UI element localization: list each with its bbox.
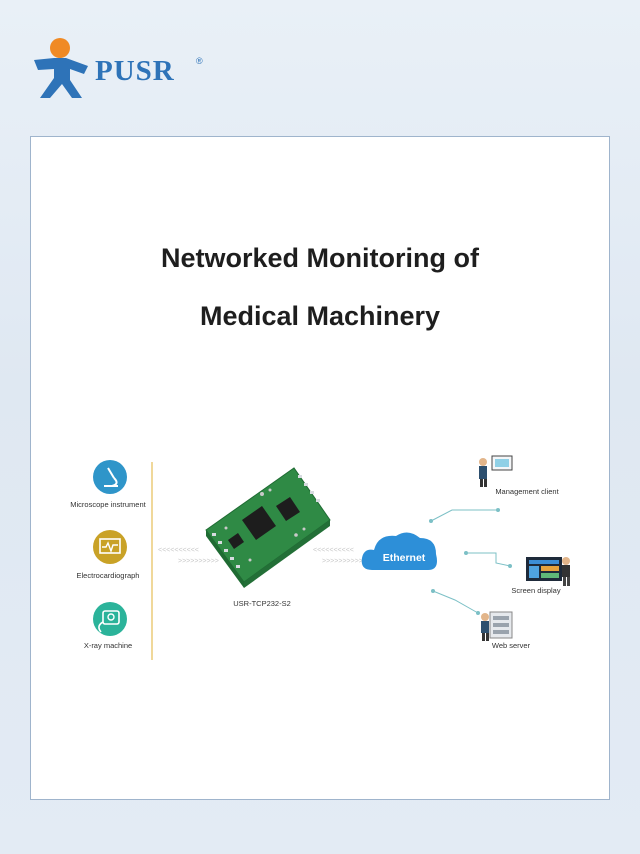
module-label: USR-TCP232-S2 [233, 599, 291, 608]
device-microscope: Microscope instrument [70, 460, 147, 509]
screen-display-icon [526, 557, 570, 586]
device-xray: X-ray machine [84, 602, 132, 650]
pusr-logo-icon [34, 38, 88, 98]
device-label-microscope: Microscope instrument [70, 500, 146, 509]
web-server-icon [481, 611, 513, 641]
page-title-line2: Medical Machinery [199, 301, 441, 331]
client-label-screen: Screen display [511, 586, 560, 595]
arrows-device-module: <<<<<<<<<< >>>>>>>>>> <<<<<<<<<< >>>>>>>… [158, 547, 363, 565]
ethernet-cloud-icon [361, 532, 437, 570]
device-label-xray: X-ray machine [84, 641, 132, 650]
svg-text:<<<<<<<<<<: <<<<<<<<<< [313, 547, 354, 554]
client-label-webserver: Web server [492, 641, 531, 650]
client-connectors [430, 509, 511, 614]
registered-mark: ® [196, 56, 203, 66]
svg-text:<<<<<<<<<<: <<<<<<<<<< [158, 547, 199, 554]
device-electrocardiograph: Electrocardiograph [77, 530, 140, 580]
network-label: Ethernet [383, 552, 426, 564]
management-client-icon [479, 455, 513, 487]
svg-text:>>>>>>>>>>: >>>>>>>>>> [322, 558, 363, 565]
page-title-line1: Networked Monitoring of [161, 243, 479, 273]
xray-icon [93, 602, 127, 636]
client-label-management: Management client [495, 487, 559, 496]
content-card [30, 136, 610, 800]
svg-text:>>>>>>>>>>: >>>>>>>>>> [178, 558, 219, 565]
microscope-icon [93, 460, 127, 494]
brand-name: PUSR [95, 55, 175, 87]
device-label-ecg: Electrocardiograph [77, 571, 140, 580]
module-board-icon [205, 467, 331, 588]
